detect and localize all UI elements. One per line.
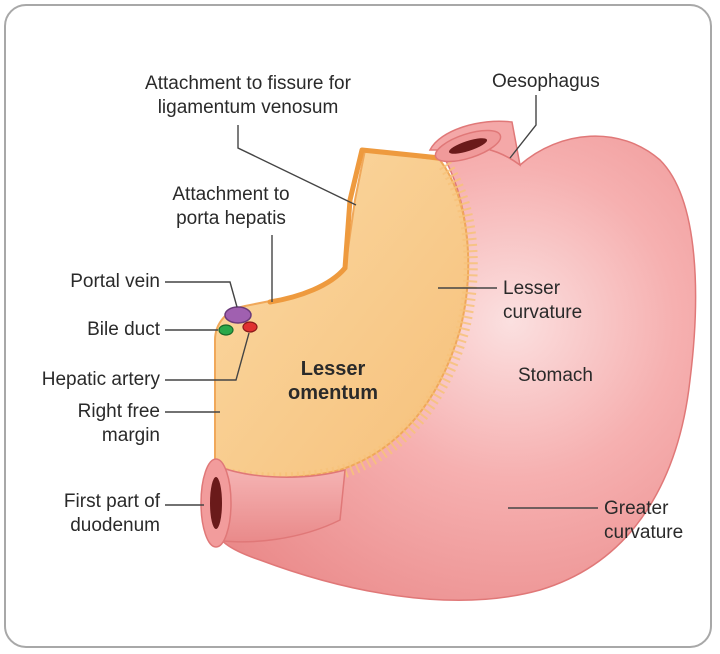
label-lesser-curvature-line2: curvature <box>503 302 583 323</box>
label-right-free-line2: margin <box>101 425 160 446</box>
leader-fissure <box>237 125 357 206</box>
label-first-part-duodenum: First part of duodenum <box>20 490 160 538</box>
label-right-free-line1: Right free <box>77 401 160 422</box>
leader-portal-vein <box>165 281 238 308</box>
label-fissure-line1: Attachment to fissure for <box>145 73 351 94</box>
label-first-part-line2: duodenum <box>70 515 160 536</box>
duodenum-tube <box>214 463 346 543</box>
label-lesser-curvature-line1: Lesser <box>503 278 561 299</box>
leader-oesophagus <box>509 95 537 159</box>
oesophagus-opening <box>448 138 488 154</box>
label-oesophagus: Oesophagus <box>492 71 600 92</box>
label-greater-curvature-line2: curvature <box>604 522 684 543</box>
label-fissure-line2: ligamentum venosum <box>157 97 339 118</box>
portal-vein-shape <box>224 306 252 324</box>
label-stomach: Stomach <box>518 365 593 386</box>
duodenum-opening <box>210 477 222 529</box>
label-portal-vein: Portal vein <box>70 271 160 292</box>
label-lesser-curvature: Lesser curvature <box>503 277 582 325</box>
label-lesser-omentum-line1: Lesser <box>300 358 366 380</box>
omentum-top-edge <box>267 147 443 305</box>
leader-lines <box>165 95 598 509</box>
leader-hepatic-artery <box>165 332 250 381</box>
label-hepatic-artery: Hepatic artery <box>41 369 160 390</box>
label-porta-hepatis: Attachment to porta hepatis <box>156 183 306 231</box>
label-lesser-omentum: Lesser omentum <box>278 357 388 405</box>
bile-duct-shape <box>218 324 234 336</box>
label-lesser-omentum-line2: omentum <box>288 382 378 404</box>
label-right-free-margin: Right free margin <box>20 400 160 448</box>
label-greater-curvature-line1: Greater <box>604 498 669 519</box>
label-bile-duct: Bile duct <box>87 319 160 340</box>
label-greater-curvature: Greater curvature <box>604 497 683 545</box>
label-porta-line1: Attachment to <box>172 184 290 205</box>
label-first-part-line1: First part of <box>63 491 160 512</box>
hepatic-artery-shape <box>242 321 258 333</box>
label-porta-line2: porta hepatis <box>176 208 286 229</box>
label-fissure-attachment: Attachment to fissure for ligamentum ven… <box>128 72 368 120</box>
